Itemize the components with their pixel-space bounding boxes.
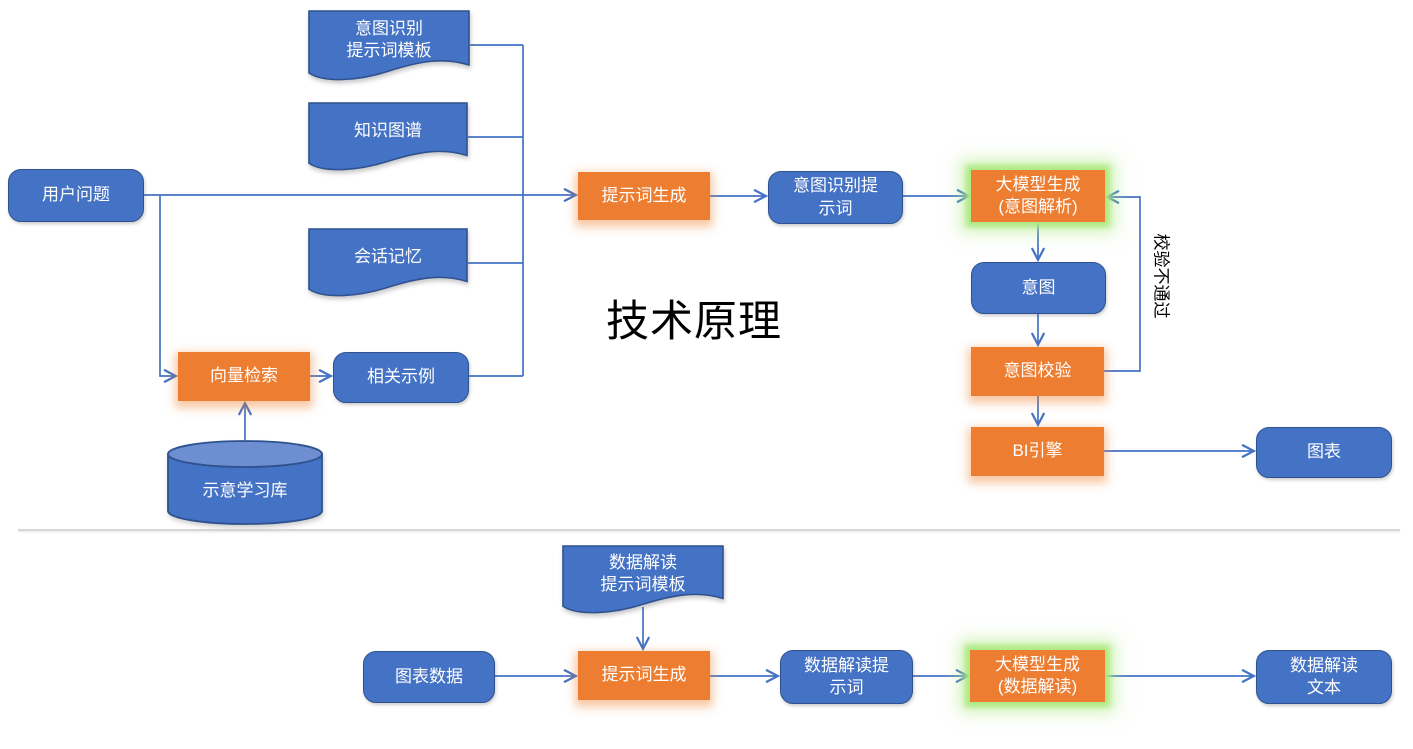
node-label: 提示词生成 — [601, 665, 687, 685]
node-llm-data-interpretation[interactable]: 大模型生成 (数据解读) — [970, 650, 1105, 702]
node-label: 会话记忆 — [354, 246, 422, 266]
document-shape-icon — [308, 10, 470, 81]
node-label: 意图识别提 示词 — [793, 176, 878, 218]
node-prompt-generation-data[interactable]: 提示词生成 — [578, 651, 710, 700]
node-label: 大模型生成 (数据解读) — [995, 654, 1080, 696]
node-label: 图表数据 — [395, 666, 463, 686]
node-label: 意图校验 — [1003, 361, 1072, 381]
node-label: 相关示例 — [367, 367, 435, 387]
database-cylinder-icon — [167, 440, 323, 525]
node-data-interpretation-text[interactable]: 数据解读 文本 — [1256, 650, 1392, 704]
node-data-interpretation-prompt[interactable]: 数据解读提 示词 — [780, 650, 913, 704]
node-knowledge-graph[interactable]: 知识图谱 — [308, 102, 468, 172]
node-session-memory[interactable]: 会话记忆 — [308, 228, 468, 298]
node-label: 大模型生成 (意图解析) — [995, 174, 1081, 216]
page-title: 技术原理 — [606, 298, 782, 346]
node-label: 数据解读提 示词 — [804, 655, 889, 697]
node-intent-prompt-template[interactable]: 意图识别 提示词模板 — [308, 10, 470, 82]
document-shape-icon — [308, 228, 468, 297]
edge-validation-fail-loop — [1104, 197, 1141, 372]
node-prompt-generation-intent[interactable]: 提示词生成 — [578, 172, 710, 220]
node-label: 意图识别 提示词模板 — [346, 18, 432, 60]
edge-user-question-to-vector-search — [159, 195, 175, 376]
node-intent-recognition-prompt[interactable]: 意图识别提 示词 — [768, 171, 903, 224]
node-user-question[interactable]: 用户问题 — [8, 169, 144, 222]
node-label: 示意学习库 — [202, 480, 288, 500]
node-vector-search[interactable]: 向量检索 — [178, 352, 310, 401]
document-shape-icon — [308, 102, 468, 171]
node-label: 图表 — [1307, 442, 1341, 462]
node-label: 数据解读 文本 — [1290, 655, 1358, 697]
node-label: 知识图谱 — [354, 120, 422, 140]
node-bi-engine[interactable]: BI引擎 — [971, 427, 1104, 476]
document-shape-icon — [562, 545, 724, 614]
node-label: 用户问题 — [42, 185, 110, 205]
node-label: 意图 — [1021, 277, 1056, 297]
section-divider — [18, 529, 1400, 531]
node-llm-intent-parsing[interactable]: 大模型生成 (意图解析) — [971, 170, 1105, 222]
node-label: 数据解读 提示词模板 — [600, 552, 686, 594]
node-label: 提示词生成 — [601, 185, 687, 205]
node-label: 向量检索 — [210, 366, 278, 386]
node-intent[interactable]: 意图 — [971, 262, 1106, 314]
node-related-examples[interactable]: 相关示例 — [333, 352, 469, 403]
edge-label-validation-failed: 校验不通过 — [1151, 233, 1171, 319]
node-example-learning-db[interactable]: 示意学习库 — [167, 440, 323, 526]
node-intent-validation[interactable]: 意图校验 — [971, 347, 1104, 396]
node-chart[interactable]: 图表 — [1256, 427, 1392, 478]
node-data-prompt-template[interactable]: 数据解读 提示词模板 — [562, 545, 724, 615]
node-label: BI引擎 — [1012, 441, 1063, 461]
node-chart-data[interactable]: 图表数据 — [363, 651, 495, 703]
